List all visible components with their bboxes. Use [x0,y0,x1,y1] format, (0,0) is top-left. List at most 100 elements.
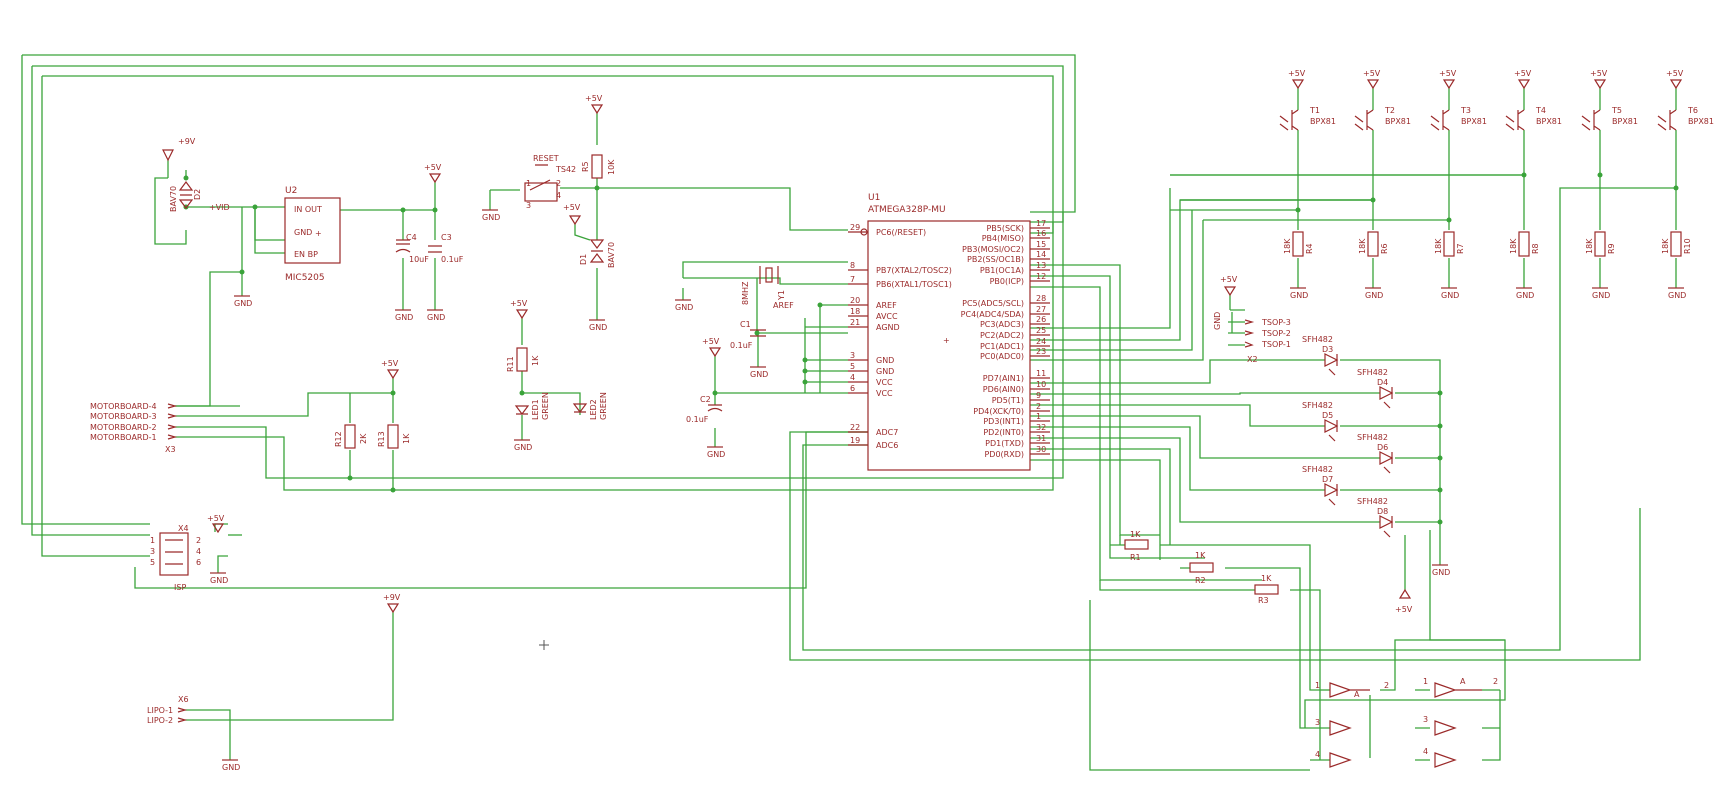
transistor-val: BPX81 [1688,117,1714,126]
vid-label: +VID [209,203,230,212]
resistor-ref: R9 [1607,243,1616,254]
u1-left-pin-name: AGND [876,323,900,332]
r5-ref: R5 [581,161,590,172]
u1-right-pin-name: PC3(ADC3) [980,320,1024,329]
u1-left-pin-name: VCC [876,378,893,387]
emission-arrow-icon [1328,498,1336,506]
u1-left-pin-name: ADC6 [876,441,898,450]
resistor-val: 18K [1434,238,1443,254]
resistor-val: 18K [1509,238,1518,254]
led1-ref: LED1 [531,399,540,420]
u2-pin-gnd: GND [294,228,312,237]
u1-left-pin-num: 5 [850,362,855,371]
svg-text:6: 6 [196,558,201,567]
d1-val: BAV70 [607,242,616,268]
svg-text:2: 2 [556,179,561,188]
u1-left-pin-num: 29 [850,223,860,232]
r12-ref: R12 [334,431,343,447]
phototransistor-icon [1366,109,1374,131]
atmega328p-chip: U1 ATMEGA328P-MU 29PC6(/RESET)8PB7(XTAL2… [848,193,1050,471]
buffer-left-pin-1: 1 [1315,681,1320,690]
crystal-y1: Y1 8MHZ AREF [741,266,794,310]
plus5v-label: +5V [1395,605,1413,614]
u1-right-pin-name: PD4(XCK/T0) [973,407,1024,416]
resistor-icon [1367,231,1379,257]
resistor-ref: R8 [1531,243,1540,254]
capacitors: C4 10uF C3 0.1uF C1 0.1uF C2 0.1uF [395,233,766,424]
connector-x4-isp: X4 ISP 1 3 5 2 4 6 [150,524,201,592]
ir-led-ref: D5 [1322,411,1333,420]
transistor-val: BPX81 [1310,117,1336,126]
svg-text:5: 5 [150,558,155,567]
plus5v-label: +5V [563,203,581,212]
u1-right-pin-num: 24 [1036,337,1046,346]
ground-label: GND [427,313,445,322]
plus5v-icon [1517,79,1531,90]
ir-led-val: SFH482 [1302,335,1333,344]
resistor-ref: R4 [1305,243,1314,254]
transistor-val: BPX81 [1536,117,1562,126]
phototransistor-icon [1593,109,1601,131]
u1-left-pin-name: GND [876,356,894,365]
u1-right-pin-num: 12 [1036,272,1046,281]
u1-right-pin-name: PD2(INT0) [983,428,1024,437]
connector-x2: TSOP-3 TSOP-2 TSOP-1 X2 GND [1213,312,1291,364]
u1-right-pin-num: 32 [1036,423,1046,432]
u1-right-pin-num: 2 [1036,402,1041,411]
d1-ref: D1 [579,254,588,265]
c1-ref: C1 [740,320,751,329]
light-arrow-icon [1430,115,1440,131]
x6-pin-2: LIPO-2 [147,716,173,725]
plus9v-label: +9V [178,137,196,146]
u1-right-pin-num: 30 [1036,445,1046,454]
resistor-val: 18K [1585,238,1594,254]
ir-led-val: SFH482 [1357,497,1388,506]
phototransistor-icon [1442,109,1450,131]
x3-pin-3: MOTORBOARD-3 [90,412,157,421]
led2-val: GREEN [599,392,608,420]
u1-left-pin-name: AVCC [876,312,898,321]
u1-right-pin-name: PB5(SCK) [986,224,1024,233]
phototransistor-icon [1669,109,1677,131]
connector-x6-lipo: X6 LIPO-1 LIPO-2 [147,695,189,725]
buffer-gates: 1 2 3 4 1 2 3 4 A A [1315,677,1498,768]
plus5v-label: +5V [1288,69,1306,78]
ir-led-ref: D4 [1377,378,1388,387]
x2-pin-2: TSOP-2 [1261,329,1291,338]
ground-label: GND [707,450,725,459]
resistor-icon [1518,231,1530,257]
u1-left-pin-num: 22 [850,423,860,432]
u1-right-pin-num: 16 [1036,229,1046,238]
ground-label: GND [1668,291,1686,300]
u1-right-pin-name: PC2(ADC2) [980,331,1024,340]
junction-dots [183,172,1679,525]
u2-part: MIC5205 [285,273,325,283]
u1-left-pin-name: VCC [876,389,893,398]
u1-right-pin-name: PD6(AIN0) [983,385,1024,394]
r3-ref: R3 [1258,596,1269,605]
emission-arrow-icon [1383,530,1391,538]
buffer-left-pin-4: 4 [1315,750,1320,759]
svg-text:1: 1 [150,536,155,545]
transistor-ref: T1 [1309,106,1320,115]
svg-text:4: 4 [556,191,561,200]
x4-ref: X4 [178,524,189,533]
transistor-ref: T2 [1384,106,1395,115]
svg-text:1: 1 [526,179,531,188]
ground-label: GND [395,313,413,322]
svg-text:AREF: AREF [773,301,794,310]
plus5v-icon [1593,79,1607,90]
u1-left-pin-name: PB6(XTAL1/TOSC1) [876,280,952,289]
u1-right-pin-num: 28 [1036,294,1046,303]
x3-ref: X3 [165,445,176,454]
u1-right-pin-num: 27 [1036,305,1046,314]
r1-ref: R1 [1130,553,1141,562]
plus9v-label: +9V [383,593,401,602]
plus5v-label: +5V [1220,275,1238,284]
transistor-val: BPX81 [1385,117,1411,126]
phototransistor-icon [1517,109,1525,131]
ground-label: GND [1516,291,1534,300]
ir-led-icon [1379,515,1394,529]
c4-ref: C4 [406,233,417,242]
